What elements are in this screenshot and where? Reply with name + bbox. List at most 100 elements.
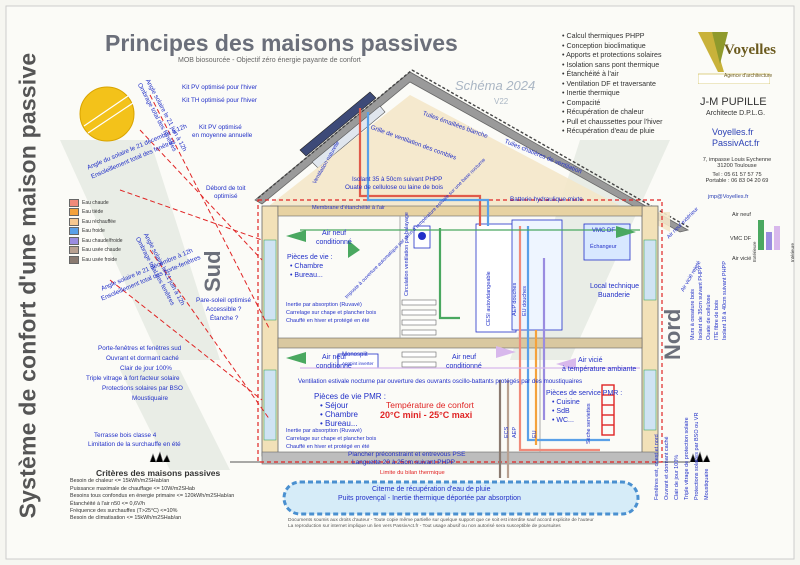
label-pare-soleil-2: Accessible ? <box>206 306 242 313</box>
airflow-arrows <box>286 226 636 370</box>
label-chambre: • Chambre <box>290 263 324 270</box>
label-chambre-rdc: • Chambre <box>320 410 358 419</box>
air-legend-bars <box>758 220 780 250</box>
house-walls <box>261 205 659 465</box>
water-legend: Eau chaude Eau tiède Eau réchauffée Eau … <box>66 196 130 267</box>
label-inertie-2: Carrelage sur chape et plancher bois <box>286 310 377 316</box>
voyelles-logo <box>698 32 770 84</box>
label-pare-soleil-3: Étanche ? <box>210 315 239 322</box>
label-fen-nord: Fenêtres est, ouest et nord <box>654 434 660 500</box>
label-fen-nord-3: Clair de jour 100% <box>674 454 680 500</box>
label-fen-nord-5: Protections solaires par BSO ou VR <box>694 412 700 500</box>
label-pieces-vie: Pièces de vie : <box>287 254 333 261</box>
label-murs-ossature-3: Ouate de cellulose <box>706 294 712 340</box>
label-pf-sud-6: Moustiquaire <box>132 395 169 402</box>
address-line: 31200 Toulouse <box>717 163 757 169</box>
label-fen-nord-6: Moustiquaire <box>704 468 710 501</box>
feature-item: Compacité <box>562 99 662 109</box>
legend-swatch <box>69 208 79 217</box>
label-vmc: VMC DF <box>592 228 615 234</box>
label-aep: AEP <box>512 426 518 438</box>
legend-label: Eau froide <box>82 228 105 235</box>
label-temp-confort: Température de confort <box>386 400 474 410</box>
label-pf-sud-2: Ouvrant et dormant caché <box>106 355 179 362</box>
equipment <box>337 219 631 369</box>
feature-item: Inertie thermique <box>562 89 662 99</box>
legend-item: Eau usée froide <box>66 255 130 265</box>
label-seche-serviettes: Sèche serviettes <box>586 403 592 444</box>
logo-name: Voyelles <box>724 42 776 58</box>
schema-label: Schéma 2024 <box>455 78 536 93</box>
label-isolant-toit-2: Ouate de cellulose ou laine de bois <box>345 184 444 191</box>
website-link-voyelles[interactable]: Voyelles.fr <box>712 127 754 137</box>
address-line: 7, impasse Louis Eychenne <box>702 157 772 163</box>
page-title: Principes des maisons passives <box>105 30 458 56</box>
features-list: Calcul thermiques PHPP Conception biocli… <box>562 32 662 137</box>
sun-icon <box>79 86 135 142</box>
criteria-line: Besoin de climatisation <= 15kWh/m2SHab/… <box>70 515 182 522</box>
solar-angle-lines <box>109 94 271 421</box>
label-kit-pv-hiver: Kit PV optimisé pour l'hiver <box>182 84 258 91</box>
label-monosplit: Monosplit <box>342 352 368 358</box>
label-kit-th-hiver: Kit TH optimisé pour l'hiver <box>182 97 257 104</box>
website-link-passivact[interactable]: PassivAct.fr <box>712 138 760 148</box>
label-pieces-vie-pmr: Pièces de vie PMR : <box>314 392 387 401</box>
footer-line: La reproduction sur internet implique un… <box>288 524 561 529</box>
label-isolant-toit: Isolant 35 à 50cm suivant PHPP <box>352 176 443 183</box>
label-bureau: • Bureau... <box>290 272 323 279</box>
label-fen-nord-4: Triple vitrage de protection solaire <box>684 417 690 500</box>
legend-swatch <box>69 198 79 207</box>
contact-block: 7, impasse Louis Eychenne 31200 Toulouse… <box>692 157 782 184</box>
phone-line: Tel : 05 61 57 57 75 <box>712 172 762 178</box>
label-pf-sud-5: Protections solaires par BSO <box>102 385 183 392</box>
air-legend-ext: Extérieure <box>752 241 757 262</box>
label-air-neuf-2: conditionné <box>316 239 352 246</box>
label-sdb: • SdB <box>552 408 570 415</box>
label-monosplit-2: Appoint inverter <box>342 361 374 366</box>
label-local-technique: Local technique <box>590 283 640 290</box>
label-pf-sud: Porte-fenêtres et fenêtres sud <box>98 345 182 352</box>
label-pieces-service: Pièces de service PMR : <box>546 390 623 397</box>
label-inertie-rdc-3: Chauffé en hiver et protégé en été <box>286 444 370 450</box>
label-buanderie: Buanderie <box>598 292 630 299</box>
feature-item: Apports et protections solaires <box>562 51 662 61</box>
label-membrane: Membrane d'étanchéité à l'air <box>312 205 386 211</box>
roof <box>254 69 691 233</box>
email-link[interactable]: jmp@Voyelles.fr <box>708 194 749 200</box>
legend-label: Eau usée froide <box>82 256 118 263</box>
label-temp-confort-2: 20°C mini - 25°C maxi <box>380 410 473 420</box>
label-terrasse: Terrasse bois classe 4 <box>94 432 157 439</box>
feature-item: Pull et chaussettes pour l'hiver <box>562 118 662 128</box>
label-wc: • WC... <box>552 417 574 424</box>
orientation-north: Nord <box>660 308 685 360</box>
legend-item: Eau froide <box>66 227 130 237</box>
mobile-line: Portable : 06 83 04 20 69 <box>705 178 769 184</box>
feature-item: Isolation sans pont thermique <box>562 61 662 71</box>
label-murs-ossature: Murs à ossature bois <box>690 288 696 340</box>
label-kit-pv-annuel-2: en moyenne annuelle <box>192 132 253 139</box>
legend-label: Eau chaude <box>82 199 109 206</box>
label-air-vicie: Air vicié <box>578 357 603 364</box>
label-pf-sud-3: Clair de jour 100% <box>120 365 172 372</box>
feature-item: Calcul thermiques PHPP <box>562 32 662 42</box>
legend-label: Eau chaude/froide <box>82 237 123 244</box>
label-pf-sud-4: Triple vitrage à fort facteur solaire <box>86 375 180 382</box>
label-limite-bilan: Limite du bilan thermique <box>380 470 445 476</box>
label-air-neuf-central: Air neuf <box>452 354 477 361</box>
label-cuisine: • Cuisine <box>552 399 580 406</box>
label-air-neuf-central-2: conditionné <box>446 363 482 370</box>
feature-item: Récupération de chaleur <box>562 108 662 118</box>
thermal-boundary <box>257 199 663 463</box>
label-bureau-rdc: • Bureau... <box>320 419 358 428</box>
label-eu-douches: EU douches <box>522 286 528 316</box>
legend-item: Eau usée chaude <box>66 246 130 256</box>
logo-tagline: Agence d'architecture <box>724 73 773 79</box>
criteria-heading: Critères des maisons passives <box>96 468 221 478</box>
legend-item: Eau chaude/froide <box>66 236 130 246</box>
label-inertie: Inertie par absorption (Ruvavé) <box>286 302 362 308</box>
label-kit-pv-annuel: Kit PV optimisé <box>199 124 242 131</box>
label-ventilation-estivale: Ventilation estivale nocturne par ouvert… <box>298 378 583 385</box>
vertical-title: Système de confort d'une maison passive <box>14 52 41 519</box>
air-legend-neuf: Air neuf <box>732 212 751 218</box>
legend-swatch <box>69 246 79 255</box>
